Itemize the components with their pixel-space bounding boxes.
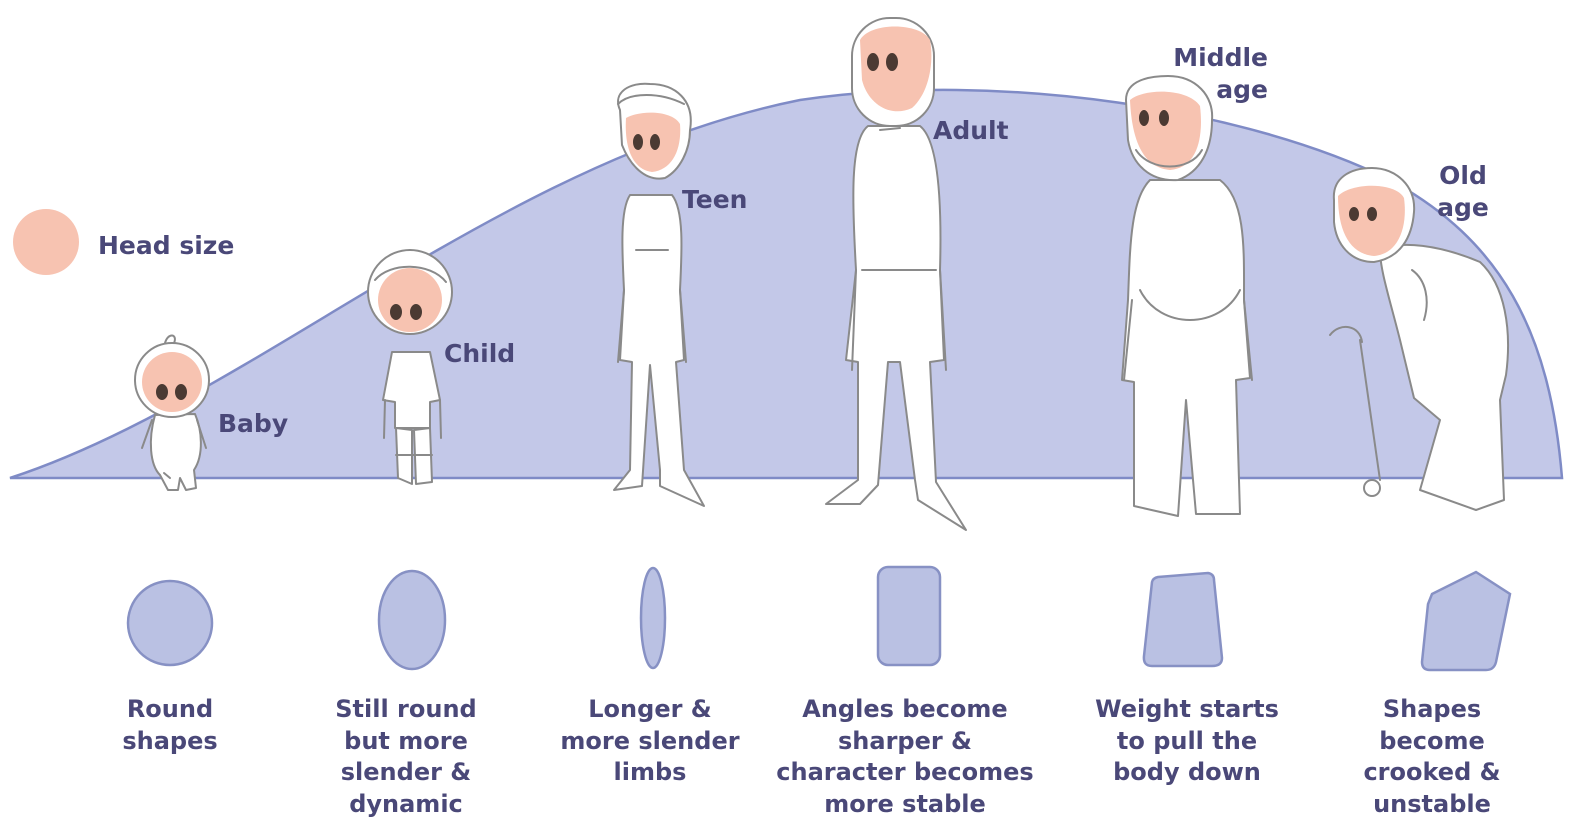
teen-shape-thin-ellipse [641, 568, 665, 668]
stage-label-baby: Baby [218, 408, 288, 440]
stage-label-old-age: Old age [1420, 160, 1506, 224]
description-teen: Longer & more slender limbs [510, 694, 790, 789]
child-shape-oval [379, 571, 445, 669]
stage-label-teen: Teen [682, 184, 747, 216]
baby-shape-circle [128, 581, 212, 665]
description-adult: Angles become sharper & character become… [765, 694, 1045, 820]
head-size-icon [13, 209, 79, 275]
adult-shape-rounded-rectangle [878, 567, 940, 665]
stage-label-child: Child [444, 338, 515, 370]
head-size-label: Head size [98, 230, 234, 262]
description-old-age: Shapes become crooked & unstable [1262, 694, 1574, 820]
middle-age-shape-trapezoid [1144, 573, 1222, 666]
stage-label-middle-age: Middle age [1150, 42, 1268, 106]
stage-label-adult: Adult [933, 115, 1009, 147]
description-child: Still round but more slender & dynamic [266, 694, 546, 820]
old-age-shape-crooked [1422, 572, 1510, 670]
